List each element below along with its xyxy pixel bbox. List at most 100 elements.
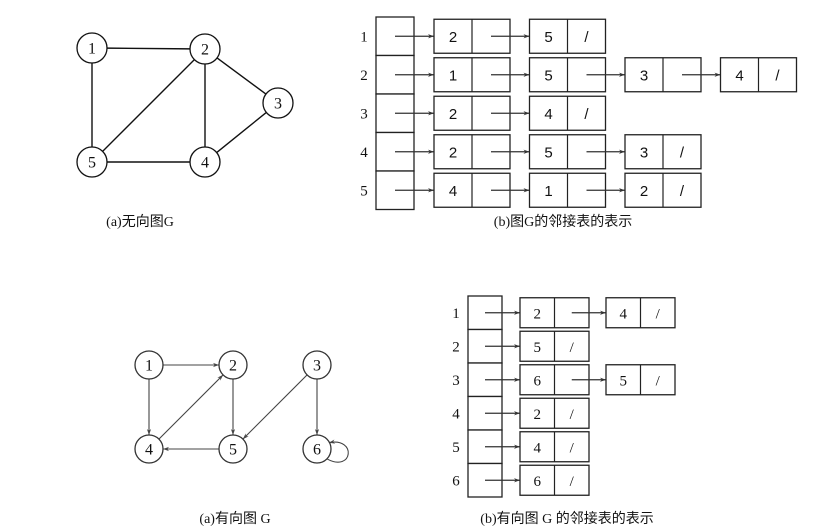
edge-2-5 (102, 59, 195, 152)
node-5: 5 (218, 434, 248, 464)
vertex-label: 1 (360, 29, 368, 45)
adjvex-value: 5 (544, 67, 552, 84)
null-pointer: / (656, 306, 661, 322)
node-label: 3 (313, 358, 321, 375)
adjvex-value: 6 (534, 373, 542, 389)
null-pointer: / (570, 440, 575, 456)
vertex-label: 4 (360, 145, 368, 161)
list-node: 2 (433, 134, 530, 170)
undirected-graph: 1 2 3 4 5 (76, 32, 294, 178)
null-pointer: / (680, 144, 685, 161)
list-node: 6 (519, 364, 606, 396)
adjvex-value: 2 (449, 106, 457, 123)
node-4: 4 (134, 434, 164, 464)
null-pointer: / (584, 29, 589, 46)
vertex-label: 3 (452, 373, 460, 389)
adjvex-value: 4 (735, 67, 743, 84)
list-node: 4/ (605, 297, 676, 329)
edge-3-5 (242, 374, 308, 440)
adjvex-value: 5 (534, 340, 542, 356)
list-node: 3 (624, 57, 721, 93)
node-label: 3 (274, 96, 282, 113)
node-1: 1 (134, 350, 164, 380)
list-node: 2 (433, 18, 530, 54)
node-circle (189, 146, 221, 178)
list-node: 3/ (624, 134, 702, 170)
vertex-label: 5 (452, 440, 460, 456)
adjvex-value: 2 (449, 144, 457, 161)
adjvex-value: 4 (544, 106, 552, 123)
adjacency-row: 3 2 4 / (360, 93, 607, 134)
null-pointer: / (775, 67, 780, 84)
adjvex-value: 3 (640, 67, 648, 84)
undirected-graph-caption: (a)无向图G (106, 214, 174, 230)
null-pointer: / (570, 407, 575, 423)
node-circle (302, 434, 332, 464)
list-node: 2/ (519, 397, 590, 429)
list-node: 2 (433, 95, 530, 131)
directed-graph: 1 2 3 4 5 6 (134, 350, 349, 464)
list-node: 2 (519, 297, 606, 329)
null-pointer: / (584, 106, 589, 123)
list-node: 4 (433, 172, 530, 208)
node-circle (262, 87, 294, 119)
node-circle (76, 146, 108, 178)
node-label: 1 (145, 358, 153, 375)
adjvex-value: 2 (449, 29, 457, 46)
adjvex-value: 5 (544, 29, 552, 46)
node-circle (189, 33, 221, 65)
adjvex-value: 2 (640, 183, 648, 200)
node-label: 1 (88, 41, 96, 58)
edge-3-4 (216, 111, 267, 154)
adjacency-row: 4 2/ (452, 395, 590, 431)
undirected-adjacency-list-caption: (b)图G的邻接表的表示 (494, 213, 632, 230)
list-node: 5/ (519, 330, 590, 362)
adjvex-value: 1 (544, 183, 552, 200)
node-circle (218, 350, 248, 380)
node-2: 2 (218, 350, 248, 380)
adjvex-value: 3 (640, 144, 648, 161)
edge-1-2 (106, 47, 191, 50)
vertex-label: 4 (452, 406, 460, 422)
vertex-label: 2 (452, 339, 460, 355)
node-label: 4 (201, 155, 209, 172)
edge-6-6 (326, 439, 349, 463)
null-pointer: / (570, 340, 575, 356)
node-3: 3 (302, 350, 332, 380)
list-node: 1 (528, 172, 625, 208)
list-node: 5 (528, 57, 625, 93)
adjvex-value: 1 (449, 67, 457, 84)
list-node: 4/ (519, 431, 590, 463)
null-pointer: / (680, 183, 685, 200)
vertex-label: 6 (452, 473, 460, 489)
node-1: 1 (76, 32, 108, 64)
node-label: 4 (145, 442, 153, 459)
list-node: 6/ (519, 464, 590, 496)
node-6: 6 (302, 434, 332, 464)
adjvex-value: 5 (544, 144, 552, 161)
list-node: 5/ (528, 18, 607, 54)
node-label: 5 (88, 155, 96, 172)
list-node: 5/ (605, 364, 676, 396)
edge-4-2 (158, 374, 224, 440)
node-label: 2 (201, 42, 209, 59)
directed-adjacency-list-caption: (b)有向图 G 的邻接表的表示 (480, 510, 653, 527)
node-circle (218, 434, 248, 464)
node-circle (76, 32, 108, 64)
vertex-label: 3 (360, 106, 368, 122)
null-pointer: / (656, 373, 661, 389)
adjacency-row: 3 6 5/ (452, 362, 676, 398)
list-node: 2/ (624, 172, 702, 208)
null-pointer: / (570, 474, 575, 490)
adjacency-row: 5 4/ (452, 429, 590, 465)
adjvex-value: 4 (620, 306, 628, 322)
